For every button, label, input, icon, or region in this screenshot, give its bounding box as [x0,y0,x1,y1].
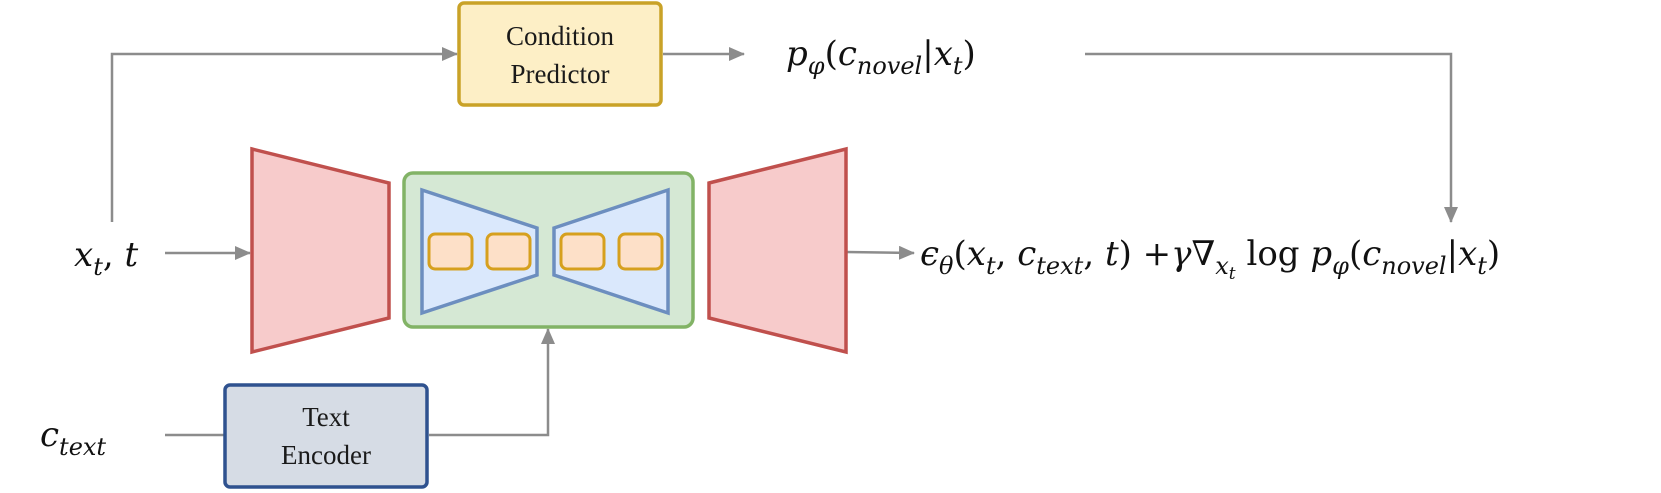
decoder-trapezoid [707,146,848,355]
guidance-arrow [1085,52,1458,223]
token-1 [427,232,474,271]
unet-down-trapezoid [420,187,539,316]
connectors [110,47,1458,437]
token-4 [617,232,664,271]
text-condition-label: ctext [40,415,106,461]
token-3 [559,232,606,271]
condition-predictor-label-line2: Predictor [511,59,610,89]
unet-block [402,171,695,329]
input-to-predictor-arrow [110,47,458,222]
text-encoder-to-unet-arrow [429,328,555,437]
output-formula: ϵθ(xt, ctext, t) +γ∇xt log pφ(cnovel|xt) [920,234,1500,284]
token-2 [485,232,532,271]
condition-predictor-box: Condition Predictor [457,1,663,107]
decoder-to-output-arrow [845,245,915,260]
unet-up-trapezoid [552,187,670,316]
input-label: xt, t [74,235,138,281]
text-encoder-label-line2: Encoder [281,440,371,470]
encoder-trapezoid [250,146,391,355]
condition-predictor-label-line1: Condition [506,21,615,51]
text-encoder-box: Text Encoder [223,383,429,489]
predictor-output-label: pφ(cnovel|xt) [786,34,976,80]
text-encoder-label-line1: Text [302,402,350,432]
